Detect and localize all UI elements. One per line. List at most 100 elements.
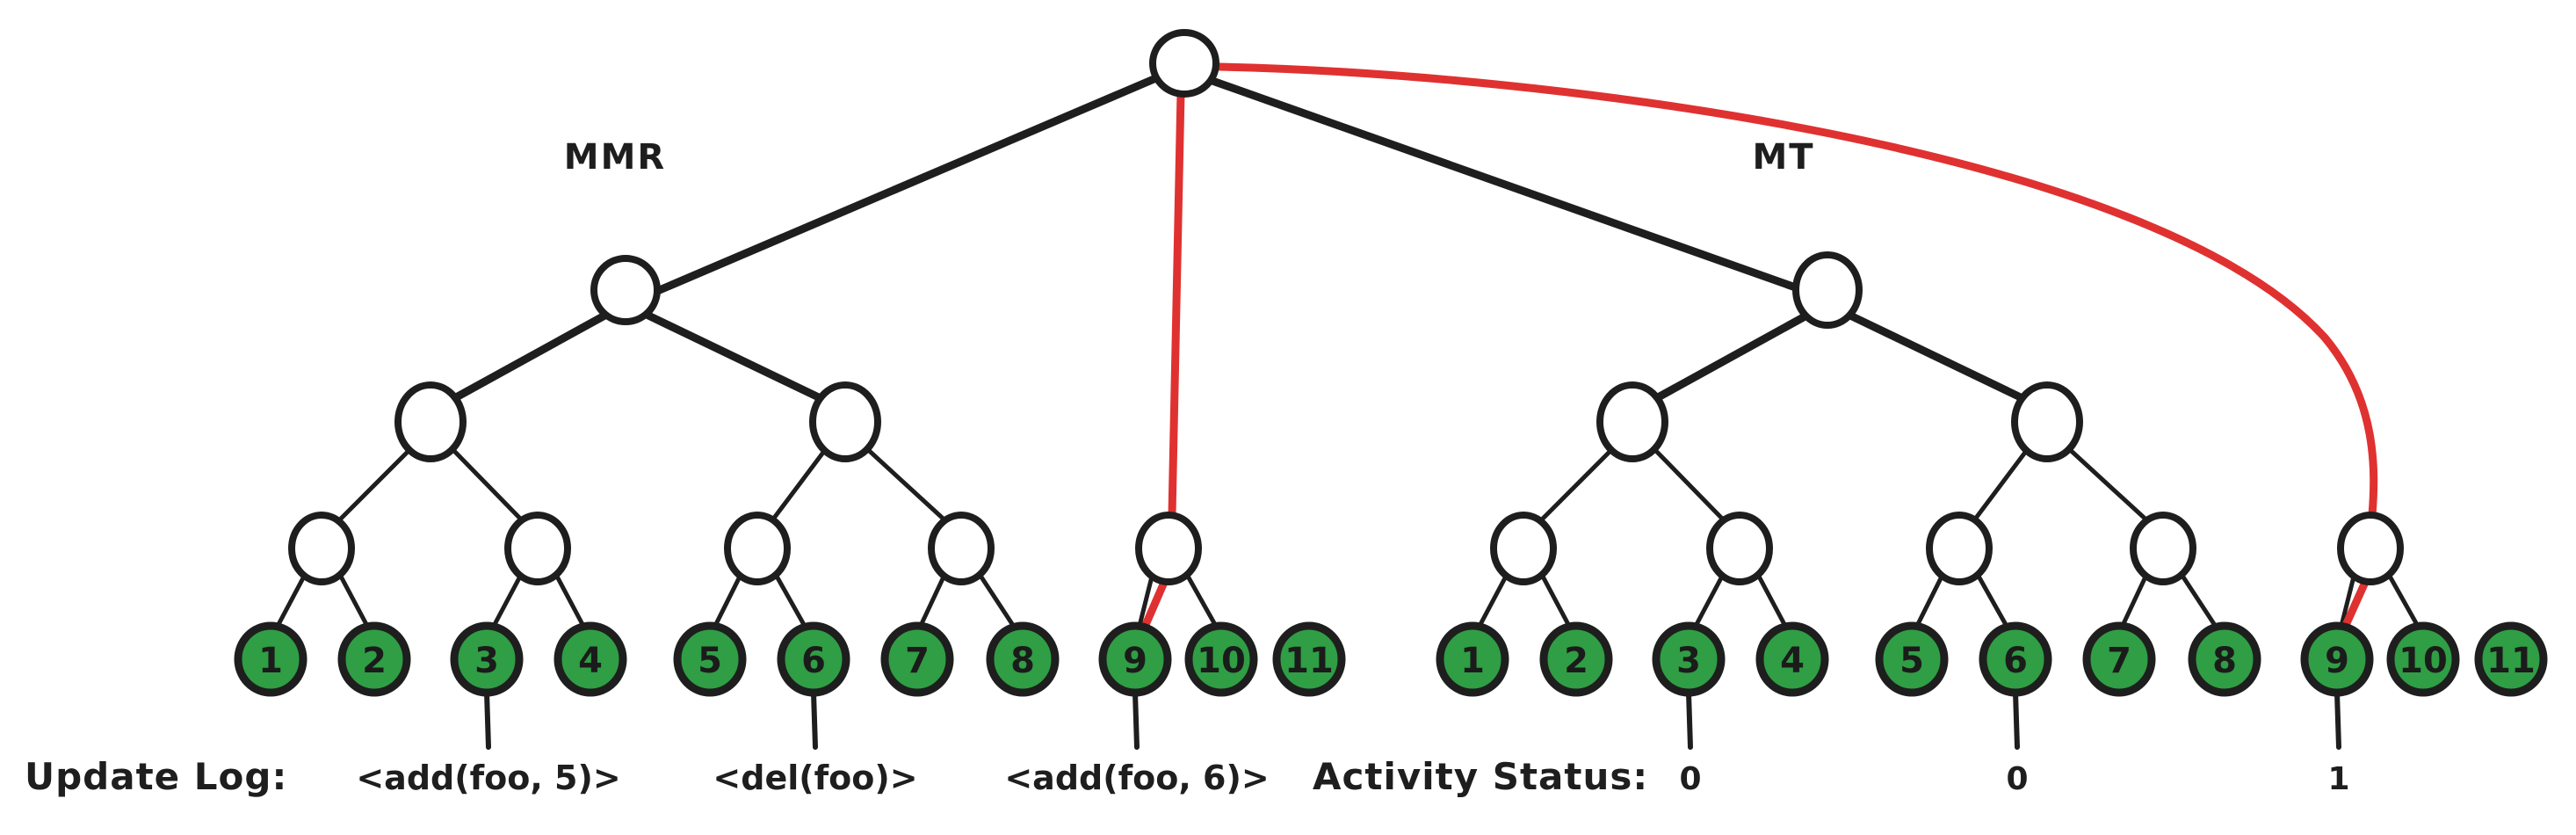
leaf-label: 5 (698, 641, 722, 681)
leaf-node[interactable]: 3 (450, 621, 524, 697)
root-node-circle[interactable] (1149, 29, 1219, 98)
mt-node-l3-c[interactable] (1926, 512, 1993, 585)
leaf-node[interactable]: 11 (2474, 621, 2548, 697)
mt-node-l3-e[interactable] (2337, 512, 2404, 585)
leaf-circle[interactable] (1875, 621, 1949, 697)
leaf-label: 9 (1123, 641, 1147, 681)
leaf-node[interactable]: 10 (1184, 621, 1258, 697)
leaf-circle[interactable] (554, 621, 627, 697)
left-tree-edges (273, 73, 1220, 632)
update-log-tick (484, 690, 491, 750)
leaf-label: 2 (1564, 641, 1588, 681)
leaf-label: 8 (2212, 641, 2237, 681)
leaf-circle[interactable] (1184, 621, 1258, 697)
leaf-circle[interactable] (234, 621, 308, 697)
mt-node-l3-d[interactable] (2130, 512, 2196, 585)
leaf-circle[interactable] (2300, 621, 2374, 697)
leaf-circle[interactable] (986, 621, 1060, 697)
leaf-circle[interactable] (1539, 621, 1613, 697)
leaf-node[interactable]: 8 (986, 621, 1060, 697)
leaf-label: 7 (2107, 641, 2131, 681)
mt-node-l2-a[interactable] (1596, 381, 1668, 462)
leaf-circle[interactable] (2386, 621, 2460, 697)
leaf-node[interactable]: 11 (1272, 621, 1346, 697)
leaf-node[interactable]: 9 (2300, 621, 2374, 697)
leaf-node[interactable]: 5 (673, 621, 747, 697)
leaf-circle[interactable] (2082, 621, 2156, 697)
leaf-node[interactable]: 4 (1755, 621, 1829, 697)
leaf-circle[interactable] (2188, 621, 2261, 697)
leaf-circle[interactable] (1979, 621, 2052, 697)
leaf-label: 2 (362, 641, 387, 681)
leaf-node[interactable]: 7 (2082, 621, 2156, 697)
edge-mt-l2b-l3c (1969, 444, 2032, 526)
leaf-circle[interactable] (1755, 621, 1829, 697)
leaf-label: 3 (1676, 641, 1701, 681)
leaf-label: 1 (1460, 641, 1485, 681)
leaf-label: 6 (2003, 641, 2028, 681)
leaf-circle[interactable] (880, 621, 954, 697)
leaf-node[interactable]: 2 (1539, 621, 1613, 697)
root-node[interactable] (1149, 29, 1219, 98)
activity-status-label: Activity Status: (1313, 755, 1648, 798)
leaf-node[interactable]: 1 (234, 621, 308, 697)
mt-node-l3-b[interactable] (1706, 512, 1773, 585)
edge-root-to-mt (1208, 76, 1807, 294)
mmr-node-l1[interactable] (590, 255, 661, 325)
edge-root-to-mmr (651, 73, 1162, 296)
edge-mmr-l1-l2a (445, 310, 611, 405)
leaf-node[interactable]: 3 (1652, 621, 1726, 697)
leaf-circle[interactable] (1652, 621, 1726, 697)
mt-node-l1[interactable] (1792, 251, 1863, 329)
mt-node-l2-b[interactable] (2011, 381, 2083, 462)
edge-mt-l3c-leaf5 (1913, 570, 1946, 632)
edge-mmr-l2b-l3c (767, 444, 830, 526)
leaf-circle[interactable] (777, 621, 850, 697)
edge-mmr-l3d-leaf8 (976, 570, 1018, 632)
leaf-node[interactable]: 2 (337, 621, 411, 697)
leaf-circle[interactable] (1436, 621, 1509, 697)
leaf-node[interactable]: 6 (777, 621, 850, 697)
mmr-node-l3-e[interactable] (1135, 512, 1202, 585)
leaf-node[interactable]: 8 (2188, 621, 2261, 697)
edge-mt-l3b-leaf4 (1755, 570, 1790, 632)
edge-mt-l3a-leaf1 (1475, 570, 1510, 632)
leaf-node[interactable]: 9 (1098, 621, 1172, 697)
activity-status-tick (2334, 690, 2341, 750)
activity-status-tick (2013, 690, 2020, 750)
leaf-label: 8 (1010, 641, 1035, 681)
mmr-node-l2-a[interactable] (394, 381, 467, 462)
leaf-node[interactable]: 6 (1979, 621, 2052, 697)
leaf-circle[interactable] (1098, 621, 1172, 697)
leaf-node[interactable]: 1 (1436, 621, 1509, 697)
mmr-node-l3-c[interactable] (724, 512, 791, 585)
leaf-label: 10 (1197, 641, 1246, 681)
leaf-node[interactable]: 7 (880, 621, 954, 697)
edge-mt-l3d-leaf7 (2118, 570, 2150, 632)
mmr-node-l2-b[interactable] (809, 381, 881, 462)
left-tree-leaves: 1 2 3 4 5 6 7 (234, 621, 1346, 697)
mmr-node-l3-d[interactable] (928, 512, 995, 585)
leaf-circle[interactable] (673, 621, 747, 697)
update-log-ticks (484, 690, 1140, 750)
update-log-entry: <add(foo, 6)> (1004, 759, 1269, 797)
leaf-circle[interactable] (450, 621, 524, 697)
leaf-node[interactable]: 4 (554, 621, 627, 697)
leaf-node[interactable]: 10 (2386, 621, 2460, 697)
mmr-node-l3-b[interactable] (504, 512, 571, 585)
highlight-root-to-mt-leaf9-curve (1215, 62, 2378, 519)
edge-mt-l3d-leaf8 (2178, 570, 2220, 632)
edge-mmr-l3b-leaf4 (553, 570, 588, 632)
activity-status-tick (1686, 690, 1693, 750)
leaf-node[interactable]: 5 (1875, 621, 1949, 697)
update-log-tick (811, 690, 818, 750)
mt-node-l3-a[interactable] (1490, 512, 1557, 585)
activity-status-value: 0 (1679, 761, 1701, 797)
leaf-circle[interactable] (2474, 621, 2548, 697)
highlight-root-to-mmr-leaf9-upper (1168, 89, 1185, 519)
leaf-circle[interactable] (1272, 621, 1346, 697)
update-log-entry: <del(foo)> (713, 759, 917, 797)
edge-mt-l3c-leaf6 (1974, 570, 2011, 632)
leaf-circle[interactable] (337, 621, 411, 697)
mmr-node-l3-a[interactable] (288, 512, 355, 585)
